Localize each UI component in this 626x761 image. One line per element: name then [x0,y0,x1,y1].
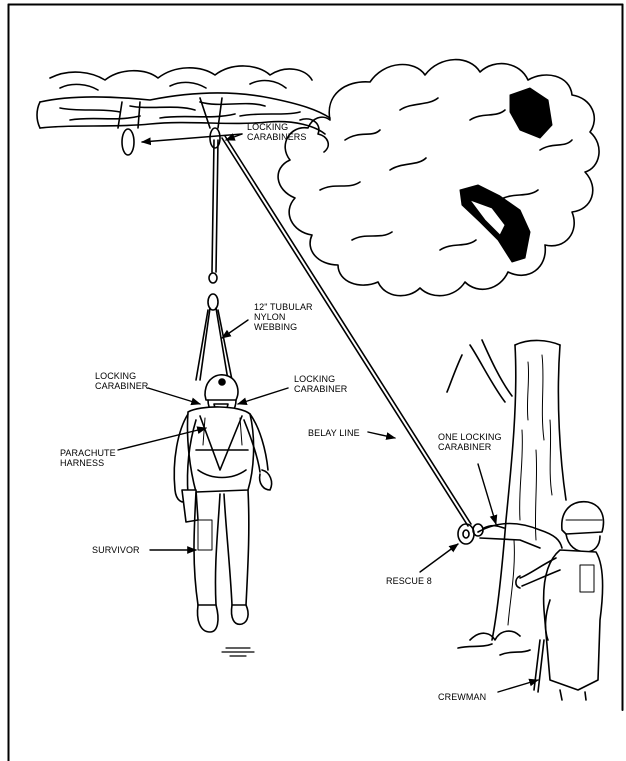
label-one-locking-carabiner: ONE LOCKING CARABINER [438,432,504,452]
leader-belay-line [368,432,395,438]
crewman-figure [516,502,604,700]
label-locking-carabiner-left: LOCKING CARABINER [95,371,149,391]
label-locking-carabiners: LOCKING CARABINERS [247,122,307,142]
tree-foliage [278,60,599,402]
label-crewman: CREWMAN [438,692,486,702]
label-belay-line: BELAY LINE [308,428,360,438]
label-parachute-harness: PARACHUTE HARNESS [60,448,118,468]
label-locking-carabiner-right: LOCKING CARABINER [294,374,348,394]
leader-locking-carabiner-right [238,388,288,404]
leader-crewman [498,680,538,692]
leader-rescue-8 [420,544,458,572]
label-tubular-webbing: 12" TUBULAR NYLON WEBBING [254,302,315,332]
labels: LOCKING CARABINERS 12" TUBULAR NYLON WEB… [60,122,504,702]
label-rescue-8: RESCUE 8 [386,576,432,586]
leader-locking-carabiner-left [148,388,200,404]
leader-tubular-webbing [222,320,248,338]
rescue-8-device [458,524,504,544]
label-survivor: SURVIVOR [92,545,140,555]
leader-one-locking-carabiner [478,464,496,524]
